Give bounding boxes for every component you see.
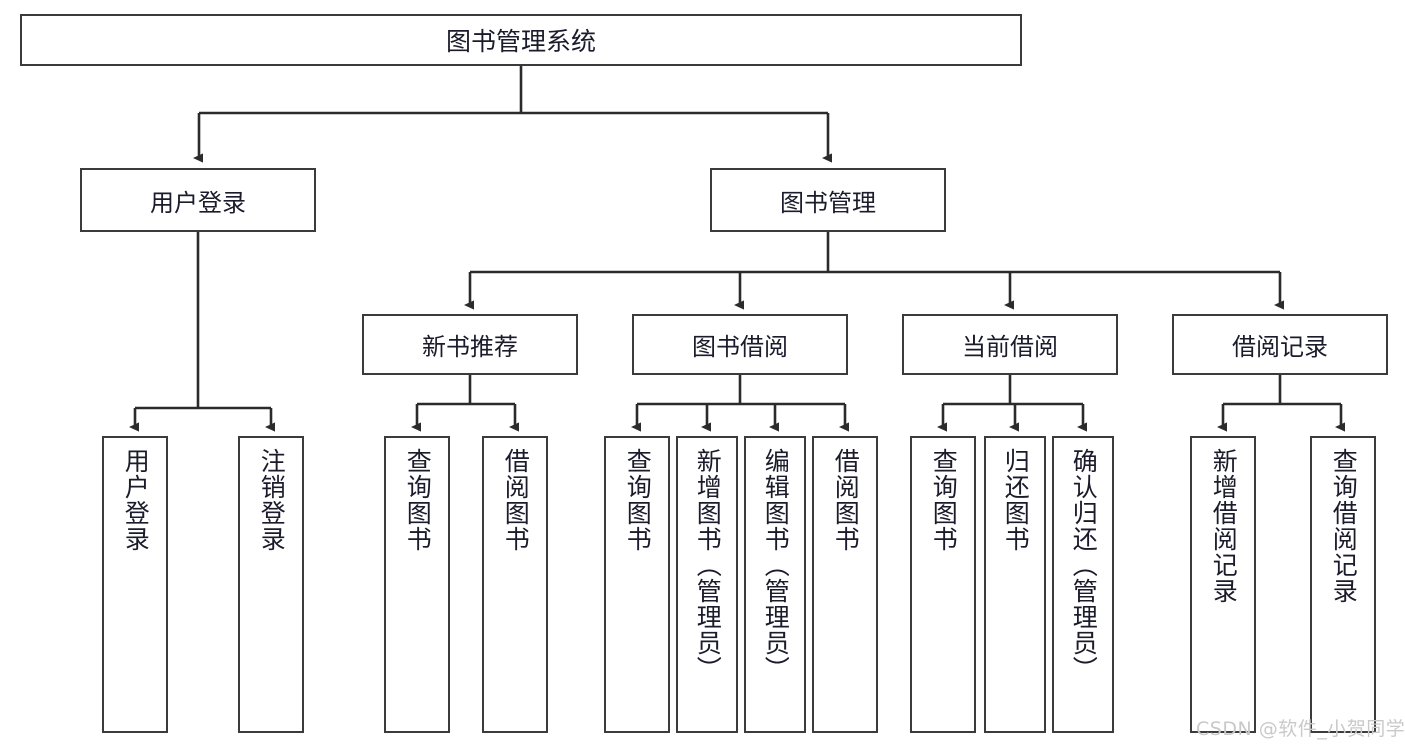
node-new-book-recommend[interactable]: 新书推荐 [362,314,578,375]
node-label: 确认归还（管理员） [1069,448,1099,682]
node-leaf-borrow-book[interactable]: 借阅图书 [812,436,878,733]
node-label: 查询图书 [623,448,653,552]
node-leaf-query-book-recommend[interactable]: 查询图书 [384,436,450,733]
node-label: 借阅图书 [831,448,861,552]
watermark-text: CSDN @软件_小贺同学 [1196,718,1405,740]
node-leaf-query-book-borrow[interactable]: 查询图书 [604,436,670,733]
node-borrow-record[interactable]: 借阅记录 [1172,314,1388,375]
node-label: 图书借阅 [692,333,788,361]
node-leaf-add-book[interactable]: 新增图书（管理员） [676,436,738,733]
node-leaf-query-book-current[interactable]: 查询图书 [910,436,976,733]
node-label: 图书管理系统 [445,27,596,56]
node-label: 查询图书 [929,448,959,552]
node-user-login[interactable]: 用户登录 [80,168,316,232]
node-leaf-borrow-book-recommend[interactable]: 借阅图书 [482,436,548,733]
node-current-borrow[interactable]: 当前借阅 [902,314,1118,375]
node-root-system[interactable]: 图书管理系统 [20,14,1022,66]
node-label: 图书管理 [780,188,876,217]
node-leaf-edit-book[interactable]: 编辑图书（管理员） [744,436,806,733]
node-book-management[interactable]: 图书管理 [710,168,946,232]
node-label: 新书推荐 [422,333,518,361]
node-label: 查询图书 [403,448,433,552]
node-leaf-user-login[interactable]: 用户登录 [102,436,168,733]
node-label: 归还图书 [1001,448,1031,552]
node-leaf-logout[interactable]: 注销登录 [238,436,304,733]
node-book-borrow[interactable]: 图书借阅 [632,314,848,375]
node-leaf-confirm-return[interactable]: 确认归还（管理员） [1052,436,1114,733]
node-leaf-return-book[interactable]: 归还图书 [984,436,1046,733]
node-label: 编辑图书（管理员） [761,448,791,682]
node-label: 当前借阅 [962,333,1058,361]
node-label: 用户登录 [121,448,151,552]
node-label: 用户登录 [150,188,246,217]
node-label: 新增借阅记录 [1209,448,1239,604]
node-leaf-add-borrow-record[interactable]: 新增借阅记录 [1190,436,1256,733]
node-label: 借阅图书 [501,448,531,552]
node-label: 注销登录 [257,448,287,552]
node-leaf-query-borrow-record[interactable]: 查询借阅记录 [1310,436,1376,733]
node-label: 借阅记录 [1232,333,1328,361]
node-label: 查询借阅记录 [1329,448,1359,604]
node-label: 新增图书（管理员） [693,448,723,682]
